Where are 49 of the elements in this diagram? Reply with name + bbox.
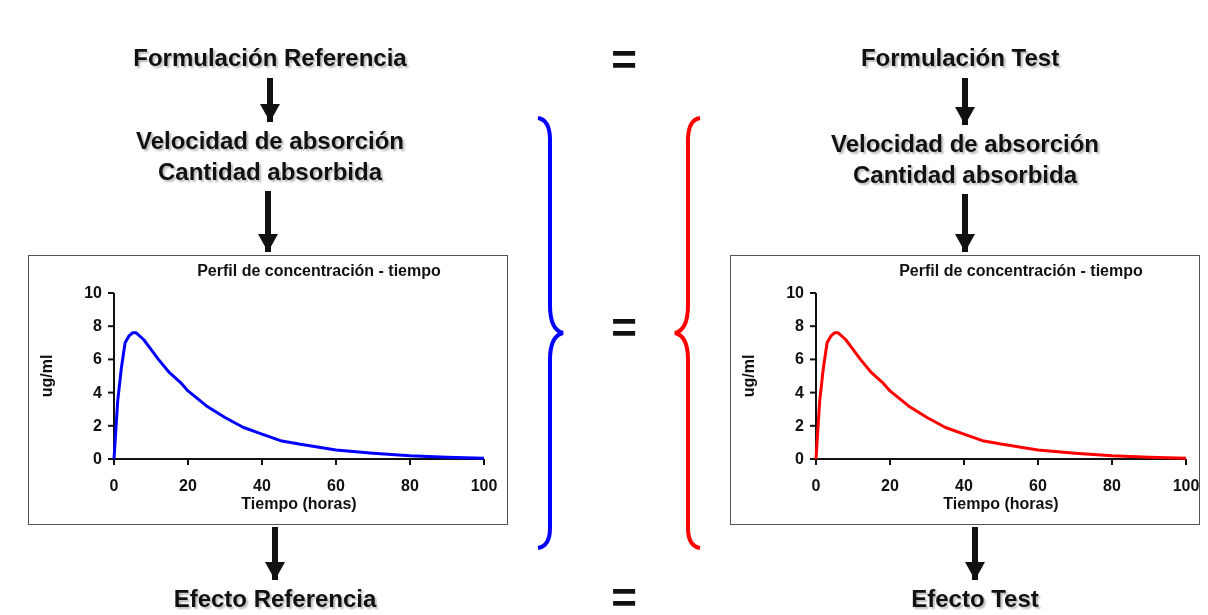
equals-sign: = bbox=[610, 576, 638, 615]
tick-label: 2 bbox=[795, 416, 804, 434]
equals-sign: = bbox=[610, 306, 638, 350]
tick-label: 80 bbox=[1103, 477, 1121, 494]
arrow bbox=[955, 78, 975, 125]
tick-label: 4 bbox=[795, 383, 804, 401]
tick-label: 60 bbox=[1029, 477, 1047, 494]
step-label: Formulación Referencia bbox=[132, 43, 408, 73]
step-label: Efecto Test bbox=[910, 584, 1040, 614]
arrow bbox=[955, 194, 975, 252]
step-label: Velocidad de absorción bbox=[134, 126, 406, 156]
equals-sign: = bbox=[610, 38, 638, 82]
chart-title: Perfil de concentración - tiempo bbox=[197, 262, 441, 279]
tick-label: 20 bbox=[179, 477, 197, 494]
tick-label: 0 bbox=[811, 477, 821, 494]
arrow bbox=[265, 527, 285, 580]
tick-label: 8 bbox=[795, 317, 804, 335]
step-label: Efecto Referencia bbox=[172, 584, 378, 614]
axis-title: Tiempo (horas) bbox=[241, 495, 357, 512]
tick-label: 40 bbox=[955, 477, 973, 494]
arrow bbox=[260, 78, 280, 122]
arrow bbox=[965, 527, 985, 580]
tick-label: 10 bbox=[786, 284, 804, 301]
tick-label: 0 bbox=[109, 477, 119, 494]
axis-title: ug/ml bbox=[38, 354, 55, 398]
step-label: Cantidad absorbida bbox=[157, 157, 384, 187]
tick-label: 0 bbox=[795, 450, 804, 467]
arrow bbox=[258, 191, 278, 252]
chart-panel bbox=[28, 255, 508, 525]
step-label: Cantidad absorbida bbox=[852, 160, 1079, 190]
axis-title: ug/ml bbox=[740, 354, 757, 398]
tick-label: 10 bbox=[84, 284, 102, 301]
tick-label: 100 bbox=[1172, 477, 1200, 494]
tick-label: 40 bbox=[253, 477, 271, 494]
chart-panel bbox=[730, 255, 1200, 525]
tick-label: 2 bbox=[93, 416, 102, 434]
tick-label: 20 bbox=[881, 477, 899, 494]
axis-title: Tiempo (horas) bbox=[943, 495, 1059, 512]
tick-label: 4 bbox=[93, 383, 102, 401]
tick-label: 6 bbox=[93, 350, 102, 368]
tick-label: 8 bbox=[93, 317, 102, 335]
chart-title: Perfil de concentración - tiempo bbox=[899, 262, 1143, 279]
step-label: Formulación Test bbox=[859, 43, 1061, 73]
tick-label: 6 bbox=[795, 350, 804, 368]
tick-label: 100 bbox=[470, 477, 498, 494]
tick-label: 0 bbox=[93, 450, 102, 467]
tick-label: 60 bbox=[327, 477, 345, 494]
step-label: Velocidad de absorción bbox=[829, 129, 1101, 159]
tick-label: 80 bbox=[401, 477, 419, 494]
